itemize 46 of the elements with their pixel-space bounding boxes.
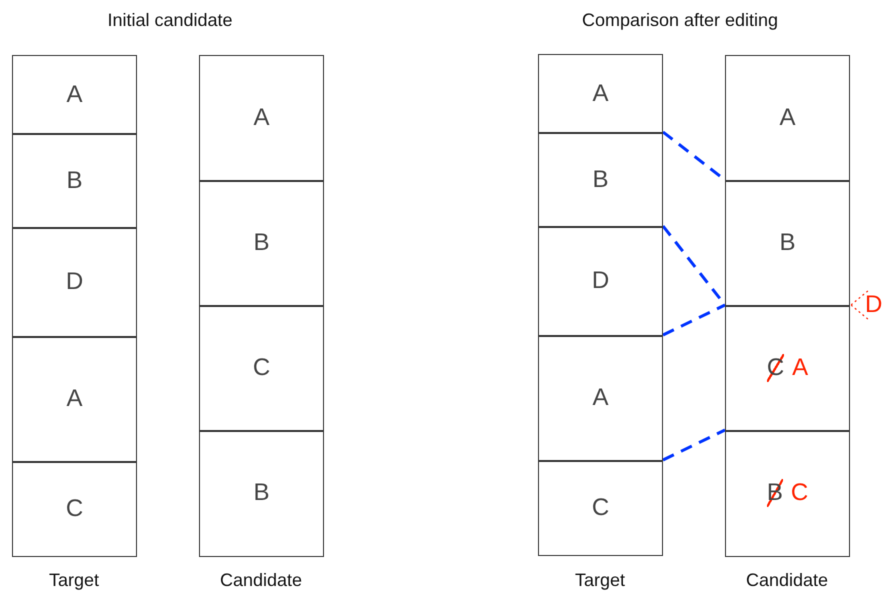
- sequence-cell: [538, 132, 663, 228]
- sequence-cell: [725, 180, 850, 306]
- letter: A: [592, 80, 608, 108]
- sequence-cell: [199, 430, 324, 556]
- column-label: Candidate: [746, 570, 828, 591]
- letter: B: [66, 166, 82, 195]
- column-label: Target: [574, 570, 626, 591]
- letter: A: [592, 384, 608, 412]
- letter: A: [66, 385, 82, 414]
- sequence-cell: [538, 54, 663, 134]
- letter: D: [66, 268, 84, 296]
- letter: B: [253, 229, 270, 258]
- panel-heading: Initial candidate: [107, 10, 233, 31]
- letter: C: [592, 494, 610, 522]
- replacement-letter: C: [790, 479, 808, 508]
- column-label: Candidate: [220, 570, 302, 591]
- sequence-cell: [199, 55, 324, 182]
- letter: A: [779, 104, 796, 132]
- sequence-cell: [538, 335, 663, 462]
- sequence-cell: [725, 305, 850, 432]
- letter: A: [66, 80, 82, 109]
- column-label: Target: [48, 570, 100, 591]
- replacement-letter: A: [792, 354, 808, 382]
- sequence-cell: [12, 461, 137, 556]
- sequence-cell: [12, 336, 137, 462]
- sequence-cell: [725, 55, 850, 182]
- sequence-cell: [12, 227, 137, 338]
- sequence-cell: [538, 226, 663, 336]
- letter: B: [253, 479, 270, 508]
- panel-heading: Comparison after editing: [582, 10, 778, 31]
- sequence-cell: [12, 133, 137, 228]
- alignment-line: [662, 428, 726, 462]
- letter: D: [592, 267, 610, 296]
- sequence-cell: [538, 460, 663, 556]
- sequence-cell: [12, 55, 137, 134]
- insertion-mark: [851, 289, 883, 321]
- letter: A: [253, 104, 270, 132]
- letter: B: [779, 229, 796, 258]
- inserted-letter: D: [865, 291, 882, 319]
- letter: C: [252, 354, 270, 382]
- sequence-cell: [199, 180, 324, 306]
- sequence-cell: [199, 305, 324, 432]
- letter: B: [592, 166, 608, 194]
- sequence-cell: [725, 430, 850, 556]
- letter: C: [66, 494, 84, 523]
- alignment-line: [662, 304, 726, 336]
